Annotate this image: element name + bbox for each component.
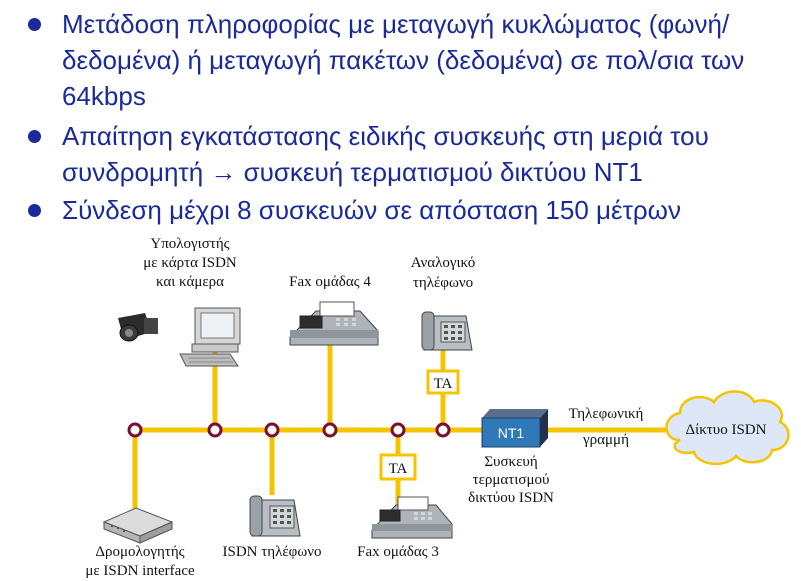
connection-node — [322, 422, 338, 438]
router-icon — [102, 507, 174, 544]
fax4-label: Fax ομάδας 4 — [289, 274, 371, 290]
ta-top-label: TA — [434, 376, 453, 392]
connection-node — [435, 422, 451, 438]
analog-phone-label-1: Αναλογικό — [411, 255, 476, 271]
fax-group3-icon — [371, 496, 453, 539]
nt1-device: NT1 — [481, 409, 548, 448]
router-label-1: Δρομολογητής — [95, 544, 184, 560]
bullet-item: Σύνδεση μέχρι 8 συσκευών σε απόσταση 150… — [28, 192, 801, 228]
bullet-item: Μετάδοση πληροφορίας με μεταγωγή κυκλώμα… — [28, 6, 801, 114]
bullet-dot-icon — [28, 18, 41, 31]
nt1-caption-line3: δικτύου ISDN — [468, 490, 554, 506]
bullet-text: Απαίτηση εγκατάστασης ειδικής συσκευής σ… — [62, 121, 709, 187]
line-label-1: Τηλεφωνική — [569, 406, 644, 422]
nt1-caption-line1: Συσκευή — [484, 454, 538, 470]
ta-box-top: TA — [426, 369, 460, 395]
fax-group4-icon — [289, 301, 379, 346]
isdn-phone-icon — [249, 495, 301, 537]
bullet-dot-icon — [28, 130, 41, 143]
bullet-dot-icon — [28, 204, 41, 217]
analog-phone-label-2: τηλέφωνο — [413, 275, 473, 291]
ta-box-bottom: TA — [379, 453, 417, 481]
fax3-label: Fax ομάδας 3 — [357, 544, 439, 560]
computer-camera-icon — [118, 307, 241, 367]
nt1-box-label: NT1 — [498, 425, 525, 441]
connection-node — [264, 422, 280, 438]
bullet-text: Μετάδοση πληροφορίας με μεταγωγή κυκλώμα… — [62, 9, 745, 111]
connection-nodes — [127, 422, 451, 438]
analog-phone-icon — [421, 311, 473, 351]
connection-node — [207, 422, 223, 438]
isdn-phone-label: ISDN τηλέφωνο — [222, 544, 321, 560]
computer-label-2: με κάρτα ISDN — [143, 255, 237, 271]
router-label-2: με ISDN interface — [85, 563, 195, 579]
line-label-2: γραμμή — [582, 432, 629, 448]
nt1-caption-line2: τερματισμού — [473, 472, 550, 488]
isdn-cloud-icon: Δίκτυο ISDN — [665, 390, 790, 465]
connection-node — [127, 422, 143, 438]
ta-bottom-label: TA — [389, 461, 408, 477]
connection-node — [390, 422, 406, 438]
computer-label-3: και κάμερα — [156, 274, 224, 290]
bullet-text: Σύνδεση μέχρι 8 συσκευών σε απόσταση 150… — [62, 195, 681, 225]
network-label: Δίκτυο ISDN — [686, 422, 767, 438]
computer-label-1: Υπολογιστής — [150, 236, 229, 252]
bullet-item: Απαίτηση εγκατάστασης ειδικής συσκευής σ… — [28, 118, 801, 190]
